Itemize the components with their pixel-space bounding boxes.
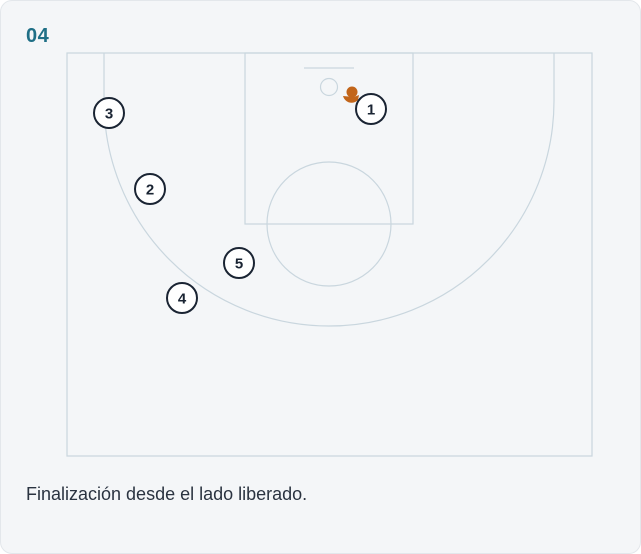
player-5[interactable]: 5 — [223, 247, 255, 279]
court-boundary — [66, 52, 593, 457]
player-1-label: 1 — [367, 102, 375, 119]
player-4[interactable]: 4 — [166, 282, 198, 314]
play-caption: Finalización desde el lado liberado. — [26, 484, 308, 504]
step-number: 04 — [26, 25, 50, 47]
court-lines — [66, 52, 593, 457]
free-throw-circle — [266, 161, 392, 287]
player-3[interactable]: 3 — [93, 97, 125, 129]
ball-icon — [343, 86, 359, 103]
player-3-label: 3 — [105, 106, 113, 123]
hoop — [319, 77, 339, 97]
player-1[interactable]: 1 — [355, 93, 387, 125]
player-2-label: 2 — [146, 182, 154, 199]
player-2[interactable]: 2 — [134, 173, 166, 205]
paint-area — [244, 52, 414, 225]
half-court-diagram: 1 2 3 4 5 — [66, 52, 593, 457]
player-4-label: 4 — [178, 291, 187, 308]
player-5-label: 5 — [235, 256, 243, 273]
three-point-line — [103, 53, 555, 327]
